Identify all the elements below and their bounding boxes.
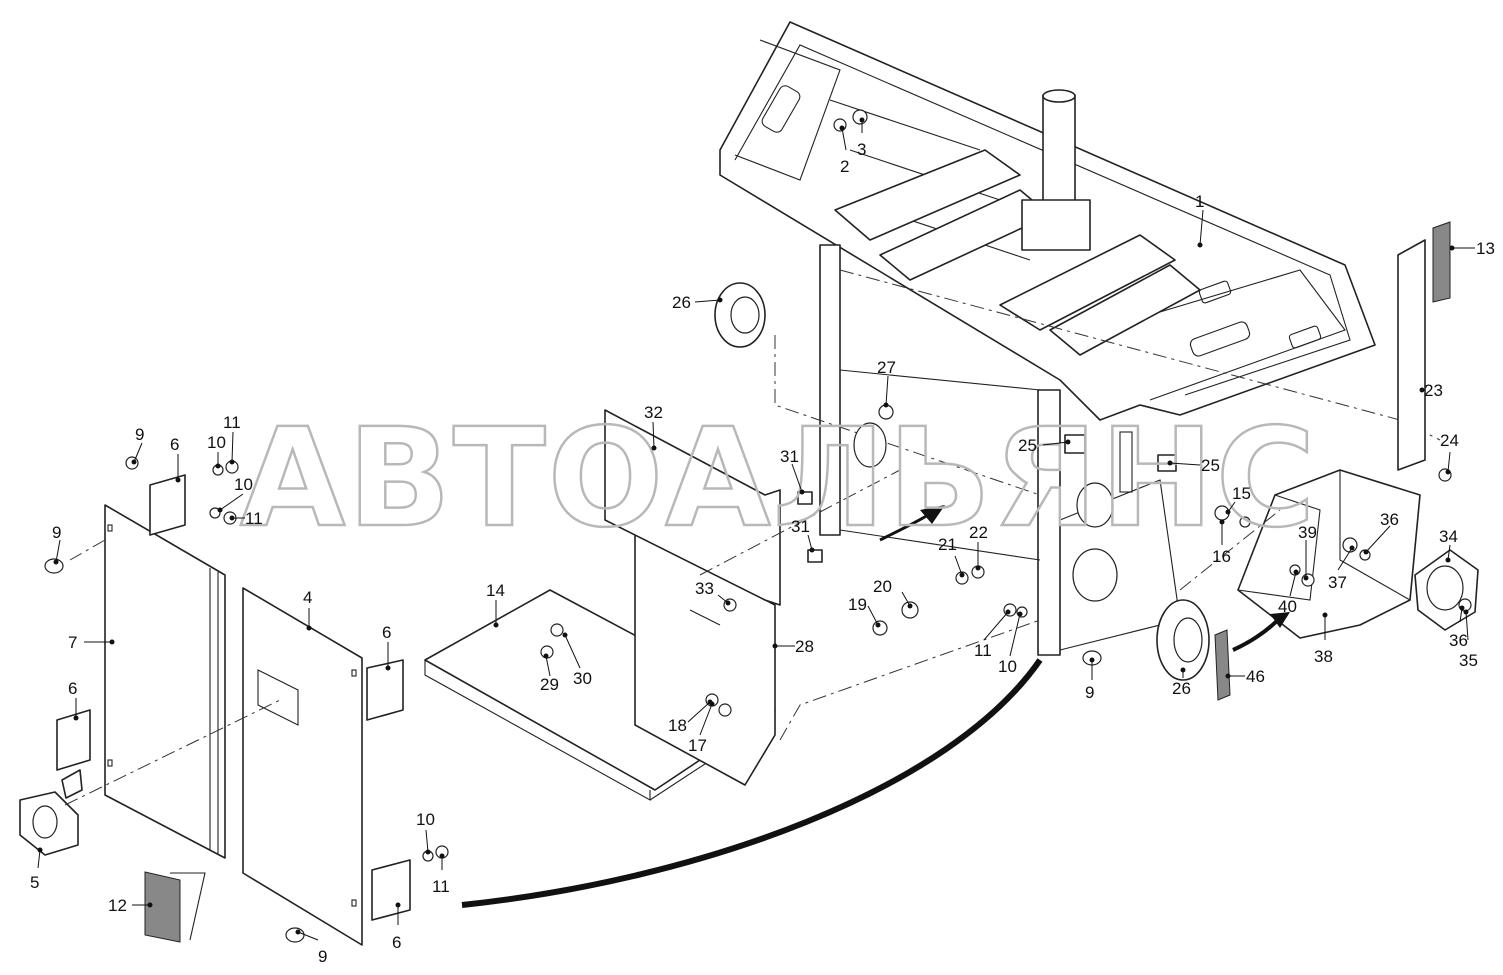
callout-6c: 6 bbox=[382, 623, 391, 642]
right-door-panel bbox=[242, 587, 363, 946]
callout-15: 15 bbox=[1232, 484, 1251, 503]
callout-31b: 31 bbox=[791, 517, 810, 536]
callout-30: 30 bbox=[573, 669, 592, 688]
callout-16: 16 bbox=[1212, 547, 1231, 566]
callout-36b: 36 bbox=[1449, 631, 1468, 650]
callout-11a: 11 bbox=[223, 413, 241, 432]
callout-27: 27 bbox=[877, 358, 896, 377]
door-latch bbox=[19, 769, 83, 856]
callout-36a: 36 bbox=[1380, 510, 1399, 529]
callout-38: 38 bbox=[1314, 647, 1333, 666]
callout-18: 18 bbox=[668, 716, 687, 735]
battery-box-38 bbox=[1237, 469, 1421, 639]
callout-20: 20 bbox=[873, 577, 892, 596]
filler-caps-26 bbox=[714, 282, 1210, 681]
callout-3: 3 bbox=[857, 140, 866, 159]
callout-5: 5 bbox=[30, 873, 39, 892]
callout-10a: 10 bbox=[207, 433, 226, 452]
watermark-text: АВТОАЛЬЯНС bbox=[240, 400, 1318, 558]
callout-9b: 9 bbox=[52, 523, 61, 542]
callout-40: 40 bbox=[1278, 597, 1297, 616]
hinge-group bbox=[56, 474, 411, 921]
callout-25b: 25 bbox=[1201, 456, 1220, 475]
callout-21: 21 bbox=[938, 535, 957, 554]
callout-6b: 6 bbox=[68, 679, 77, 698]
callout-9d: 9 bbox=[1085, 683, 1094, 702]
callout-11c: 11 bbox=[432, 877, 450, 896]
callout-10d: 10 bbox=[998, 657, 1017, 676]
callout-31a: 31 bbox=[780, 447, 799, 466]
callout-37: 37 bbox=[1328, 573, 1347, 592]
callout-11d: 11 bbox=[974, 641, 992, 660]
callout-24: 24 bbox=[1440, 431, 1459, 450]
callout-32: 32 bbox=[644, 403, 663, 422]
reference-lines bbox=[64, 469, 1281, 806]
callout-17: 17 bbox=[688, 736, 707, 755]
assembly-arrows bbox=[461, 505, 1290, 908]
right-panel-23 bbox=[1397, 221, 1451, 471]
callout-26b: 26 bbox=[1172, 679, 1191, 698]
callout-9c: 9 bbox=[318, 947, 327, 966]
callout-6a: 6 bbox=[170, 435, 179, 454]
callout-39: 39 bbox=[1298, 523, 1317, 542]
callout-12: 12 bbox=[108, 896, 127, 915]
callout-26a: 26 bbox=[672, 293, 691, 312]
vent-grille bbox=[144, 871, 206, 943]
callout-23: 23 bbox=[1424, 381, 1443, 400]
callout-28: 28 bbox=[795, 637, 814, 656]
callout-2: 2 bbox=[840, 157, 849, 176]
callout-46: 46 bbox=[1246, 667, 1265, 686]
callout-1: 1 bbox=[1195, 192, 1204, 211]
callout-group: 1 2 3 4 5 6 6 6 6 7 9 9 9 9 10 10 10 10 bbox=[30, 117, 1495, 966]
callout-19: 19 bbox=[848, 595, 867, 614]
left-door-panel bbox=[104, 504, 226, 859]
strip-46 bbox=[1214, 629, 1231, 701]
callout-7: 7 bbox=[68, 633, 77, 652]
callout-22: 22 bbox=[969, 523, 988, 542]
callout-4: 4 bbox=[303, 588, 312, 607]
callout-6d: 6 bbox=[392, 933, 401, 952]
frame-assembly bbox=[719, 21, 1441, 656]
callout-35: 35 bbox=[1459, 651, 1478, 670]
callout-10b: 10 bbox=[234, 475, 253, 494]
callout-33: 33 bbox=[695, 579, 714, 598]
callout-9a: 9 bbox=[135, 425, 144, 444]
callout-29: 29 bbox=[540, 675, 559, 694]
callout-34: 34 bbox=[1439, 527, 1458, 546]
callout-11b: 11 bbox=[245, 509, 263, 528]
callout-14: 14 bbox=[486, 581, 505, 600]
callout-10c: 10 bbox=[416, 810, 435, 829]
callout-13: 13 bbox=[1476, 239, 1495, 258]
callout-25a: 25 bbox=[1018, 436, 1037, 455]
